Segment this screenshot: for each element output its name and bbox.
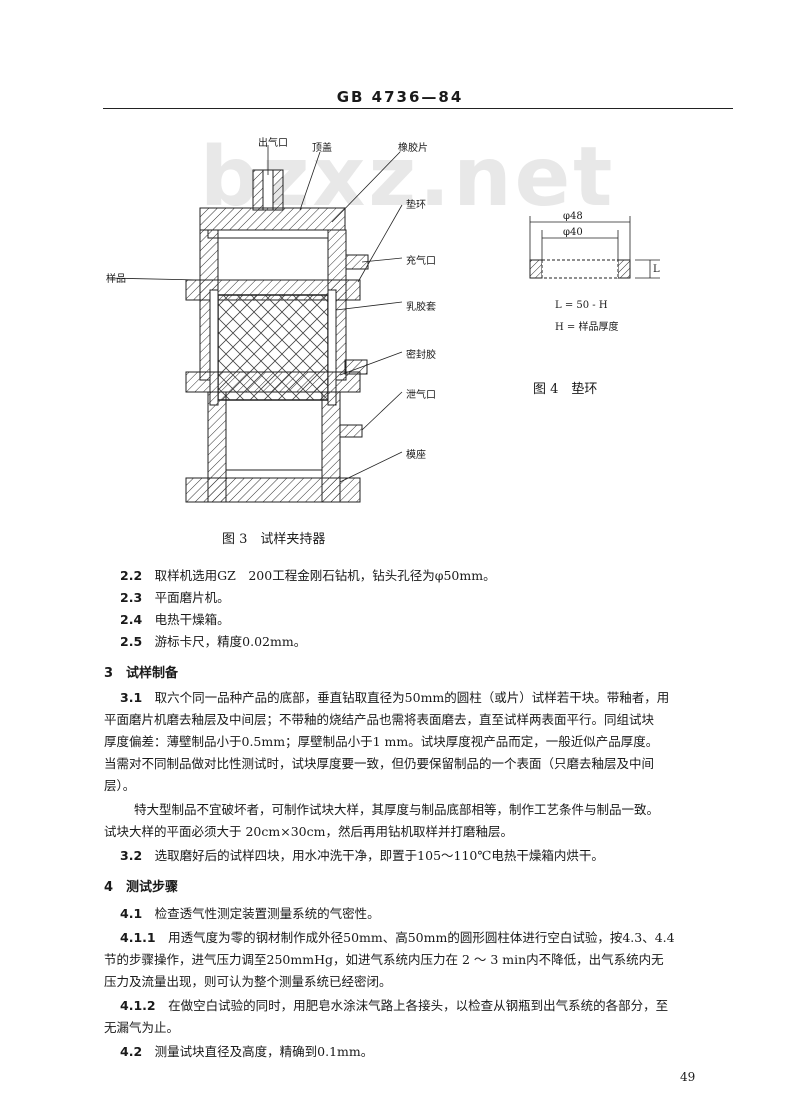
p412-line-1: 4.1.2 在做空白试验的同时，用肥皂水涂沫气路上各接头，以检查从钢瓶到出气系统… xyxy=(120,998,669,1013)
label-base: 模座 xyxy=(406,450,426,461)
section-3-title: 3 试样制备 xyxy=(104,666,179,681)
item-2-2: 2.2 取样机选用GZ 200工程金刚石钻机，钻头孔径为φ50mm。 xyxy=(120,568,496,583)
item-2-5: 2.5 游标卡尺，精度0.02mm。 xyxy=(120,634,307,649)
p411-line-2: 节的步骤操作，进气压力调至250mmHg，如进气系统内压力在 2 ～ 3 min… xyxy=(104,952,664,967)
p31b-line-1: 特大型制品不宜破坏者，可制作试块大样，其厚度与制品底部相等，制作工艺条件与制品一… xyxy=(134,802,660,817)
label-ring: 垫环 xyxy=(406,200,426,211)
label-dim-height: L xyxy=(653,264,660,275)
item-2-3: 2.3 平面磨片机。 xyxy=(120,590,230,605)
p411-line-3: 压力及流量出现，则可认为整个测量系统已经密闭。 xyxy=(104,974,392,989)
figure-3-caption: 图 3 试样夹持器 xyxy=(222,532,326,547)
p42: 4.2 测量试块直径及高度，精确到0.1mm。 xyxy=(120,1044,374,1059)
p31b-line-2: 试块大样的平面必须大于 20cm×30cm，然后再用钻机取样并打磨釉层。 xyxy=(104,824,513,839)
p31-line-4: 当需对不同制品做对比性测试时，试块厚度要一致，但仍要保留制品的一个表面（只磨去釉… xyxy=(104,756,655,771)
figure-4-spacer-ring xyxy=(529,216,660,279)
figure-4-formula-2: H = 样品厚度 xyxy=(555,322,619,333)
page-number: 49 xyxy=(680,1070,696,1084)
label-cover: 顶盖 xyxy=(312,143,332,154)
figure-4-caption: 图 4 垫环 xyxy=(533,382,598,397)
label-outlet: 出气口 xyxy=(258,138,288,149)
label-dim-inner: φ40 xyxy=(563,227,583,238)
item-2-4: 2.4 电热干燥箱。 xyxy=(120,612,230,627)
p31-line-2: 平面磨片机磨去釉层及中间层；不带釉的烧结产品也需将表面磨去，直至试样两表面平行。… xyxy=(104,712,655,727)
label-sample: 样品 xyxy=(106,274,126,285)
p41: 4.1 检查透气性测定装置测量系统的气密性。 xyxy=(120,906,380,921)
header-rule xyxy=(103,108,733,109)
label-sealant: 密封胶 xyxy=(406,350,436,361)
p32: 3.2 选取磨好后的试样四块，用水冲洗干净，即置于105～110℃电热干燥箱内烘… xyxy=(120,848,604,863)
standard-code-header: GB 4736—84 xyxy=(336,88,464,106)
p31-line-3: 厚度偏差：薄壁制品小于0.5mm；厚壁制品小于1 mm。试块厚度视产品而定，一般… xyxy=(104,734,659,749)
label-rubber: 橡胶片 xyxy=(398,143,428,154)
p411-line-1: 4.1.1 用透气度为零的钢材制作成外径50mm、高50mm的圆形圆柱体进行空白… xyxy=(120,930,675,945)
label-vent: 泄气口 xyxy=(406,390,436,401)
figure-4-formula-1: L = 50 - H xyxy=(555,300,608,311)
figure-3-specimen-holder xyxy=(107,145,403,503)
label-rubber-sleeve: 乳胶套 xyxy=(406,302,436,313)
p412-line-2: 无漏气为止。 xyxy=(104,1020,180,1035)
p31-line-5: 层）。 xyxy=(104,778,136,793)
label-inlet: 充气口 xyxy=(406,256,436,267)
label-dim-outer: φ48 xyxy=(563,211,583,222)
section-4-title: 4 测试步骤 xyxy=(104,880,179,895)
p31-line-1: 3.1 取六个同一品种产品的底部，垂直钻取直径为50mm的圆柱（或片）试样若干块… xyxy=(120,690,670,705)
